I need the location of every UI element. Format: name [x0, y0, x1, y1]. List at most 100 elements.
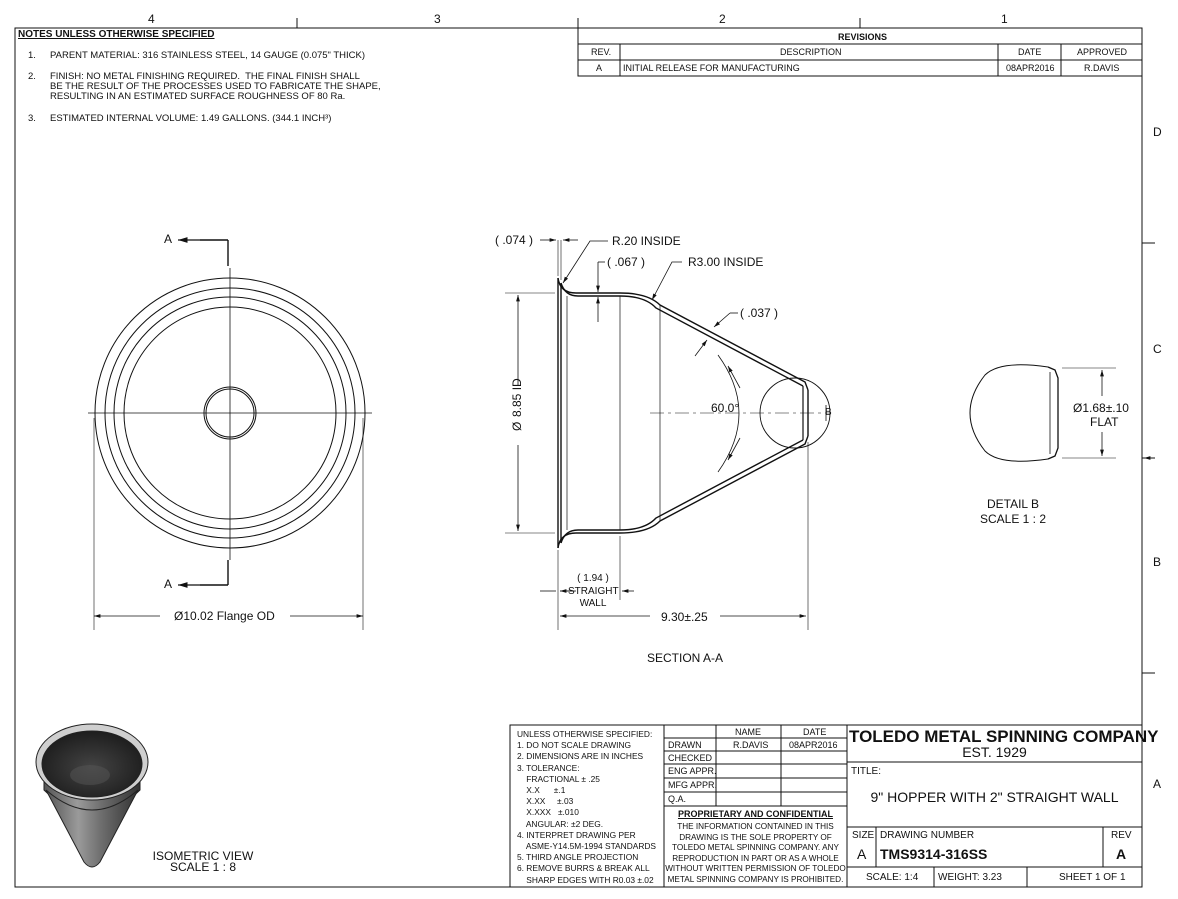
detail-b-letter: B — [825, 407, 832, 418]
general-note-line: 5. THIRD ANGLE PROJECTION — [517, 852, 639, 863]
note-1-num: 1. — [28, 50, 36, 61]
straight-wall-label-2: WALL — [579, 598, 607, 609]
zone-col-1: 1 — [1001, 12, 1008, 26]
company-name: TOLEDO METAL SPINNING COMPANY — [849, 727, 1159, 746]
section-aa-label: SECTION A-A — [647, 651, 724, 665]
detail-b-label: DETAIL B — [986, 497, 1039, 511]
rev-value: A — [1116, 846, 1127, 862]
overall-length-dim: 9.30±.25 — [661, 610, 708, 624]
flat-label: FLAT — [1090, 415, 1119, 429]
notes-heading: NOTES UNLESS OTHERWISE SPECIFIED — [18, 29, 215, 40]
sheet-value: SHEET 1 OF 1 — [1059, 872, 1126, 883]
angle-dim: 60.0° — [711, 401, 740, 415]
r300-inside: R3.00 INSIDE — [688, 255, 764, 269]
straight-wall-dim: ( 1.94 ) — [577, 573, 609, 584]
top-view — [88, 237, 372, 630]
note-3-num: 3. — [28, 113, 36, 124]
zone-row-d: D — [1153, 125, 1162, 139]
note-2-text: FINISH: NO METAL FINISHING REQUIRED. THE… — [50, 71, 381, 102]
rev-header-rev: REV. — [591, 47, 612, 57]
proprietary-line: REPRODUCTION IN PART OR AS A WHOLE — [672, 853, 839, 863]
dim-074: ( .074 ) — [495, 233, 534, 247]
general-notes: UNLESS OTHERWISE SPECIFIED:1. DO NOT SCA… — [517, 729, 656, 886]
zone-col-3: 3 — [434, 12, 441, 26]
size-value: A — [857, 846, 867, 862]
rev-header-date: DATE — [1018, 47, 1042, 57]
general-note-line: X.XXX ±.010 — [517, 807, 579, 818]
zone-row-b: B — [1153, 555, 1162, 569]
dim-037: ( .037 ) — [740, 306, 779, 320]
isometric-hopper — [35, 723, 149, 868]
note-1-text: PARENT MATERIAL: 316 STAINLESS STEEL, 14… — [50, 50, 366, 61]
note-3-text: ESTIMATED INTERNAL VOLUME: 1.49 GALLONS.… — [50, 113, 332, 124]
proprietary-line: WITHOUT WRITTEN PERMISSION OF TOLEDO — [665, 864, 846, 874]
proprietary-title: PROPRIETARY AND CONFIDENTIAL — [677, 809, 833, 819]
title-label: TITLE: — [851, 766, 882, 777]
approvals-col-date: DATE — [803, 727, 827, 737]
section-marker-bottom: A — [164, 577, 173, 591]
flat-diameter-symbol: Ø — [1073, 401, 1083, 415]
section-marker-top: A — [164, 232, 173, 246]
weight-value: WEIGHT: 3.23 — [938, 872, 1002, 883]
rev-row-date: 08APR2016 — [1006, 63, 1055, 73]
approvals-col-name: NAME — [735, 727, 762, 737]
revisions-table — [577, 27, 1143, 77]
proprietary-line: THE INFORMATION CONTAINED IN THIS — [677, 822, 834, 831]
diameter-symbol: Ø — [174, 609, 184, 623]
drawing-number: TMS9314-316SS — [880, 846, 988, 862]
general-note-line: UNLESS OTHERWISE SPECIFIED: — [517, 729, 653, 739]
company-est: EST. 1929 — [962, 744, 1027, 760]
general-note-line: X.X ±.1 — [517, 785, 566, 796]
approval-role: DRAWN — [668, 740, 702, 750]
rev-row-description: INITIAL RELEASE FOR MANUFACTURING — [623, 63, 800, 73]
general-note-line: 4. INTERPRET DRAWING PER — [517, 829, 636, 840]
title-block-grid — [509, 724, 1143, 888]
id-diameter-symbol: Ø — [510, 421, 524, 431]
isometric-label: ISOMETRIC VIEW — [152, 849, 254, 863]
general-note-line: 6. REMOVE BURRS & BREAK ALL — [517, 863, 650, 874]
general-note-line: FRACTIONAL ± .25 — [517, 773, 600, 784]
rev-row-approved: R.DAVIS — [1084, 63, 1120, 73]
size-label: SIZE — [852, 830, 875, 841]
flange-od-value: 10.02 Flange OD — [183, 609, 275, 623]
rev-header-approved: APPROVED — [1077, 47, 1128, 57]
note-2-num: 2. — [28, 71, 36, 82]
approval-date: 08APR2016 — [789, 740, 838, 750]
r20-inside: R.20 INSIDE — [612, 234, 681, 248]
zone-row-a: A — [1153, 777, 1162, 791]
approval-role: ENG APPR. — [668, 766, 717, 776]
approval-role: Q.A. — [668, 794, 687, 804]
general-note-line: ANGULAR: ±2 DEG. — [517, 818, 604, 829]
rev-label: REV — [1111, 830, 1132, 841]
drawing-number-label: DRAWING NUMBER — [880, 830, 975, 841]
general-note-line: 1. DO NOT SCALE DRAWING — [517, 740, 632, 751]
dim-067: ( .067 ) — [607, 255, 646, 269]
flat-dim-value: 1.68±.10 — [1082, 401, 1129, 415]
approval-role: MFG APPR. — [668, 780, 718, 790]
revisions-title: REVISIONS — [838, 32, 888, 42]
general-note-line: X.XX ±.03 — [517, 796, 574, 807]
detail-b-scale: SCALE 1 : 2 — [979, 512, 1047, 526]
flat-dim: Ø1.68±.10 — [1073, 402, 1129, 414]
rev-row-rev: A — [596, 63, 603, 73]
straight-wall-label-1: STRAIGHT — [568, 586, 619, 597]
proprietary-line: DRAWING IS THE SOLE PROPERTY OF — [679, 832, 832, 842]
general-note-line: 2. DIMENSIONS ARE IN INCHES — [517, 751, 644, 762]
proprietary-line: METAL SPINNING COMPANY IS PROHIBITED. — [667, 874, 844, 884]
zone-col-2: 2 — [719, 12, 726, 26]
isometric-scale: SCALE 1 : 8 — [169, 860, 237, 874]
rev-header-description: DESCRIPTION — [780, 47, 842, 57]
approval-name: R.DAVIS — [733, 740, 769, 750]
id-value: 8.85 ID — [510, 378, 524, 417]
flange-od-dim: Ø10.02 Flange OD — [174, 610, 275, 622]
approval-role: CHECKED — [668, 753, 713, 763]
section-view — [505, 238, 831, 630]
general-note-line: SHARP EDGES WITH R0.03 ±.02 — [517, 874, 654, 885]
drawing-title: 9" HOPPER WITH 2" STRAIGHT WALL — [870, 789, 1119, 805]
proprietary-line: TOLEDO METAL SPINNING COMPANY. ANY — [672, 843, 839, 853]
general-note-line: 3. TOLERANCE: — [517, 762, 580, 773]
general-note-line: ASME-Y14.5M-1994 STANDARDS — [517, 841, 657, 852]
